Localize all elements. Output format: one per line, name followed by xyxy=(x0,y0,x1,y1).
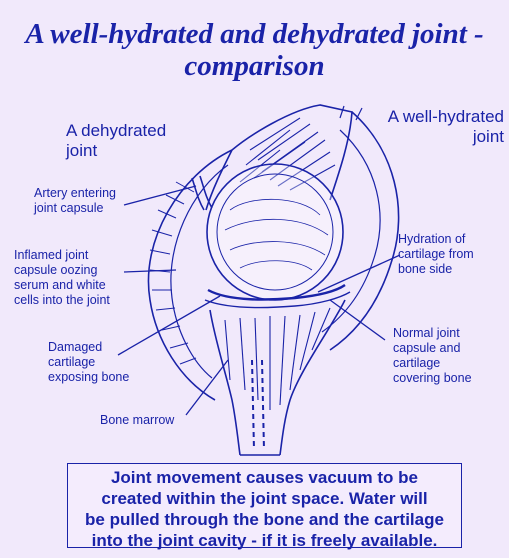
caption-box: Joint movement causes vacuum to be creat… xyxy=(67,463,462,548)
label-hydration-cartilage: Hydration of cartilage from bone side xyxy=(398,232,474,277)
label-bone-marrow: Bone marrow xyxy=(100,413,174,428)
leader-artery xyxy=(124,186,196,205)
label-artery-line1: Artery entering xyxy=(34,186,116,201)
lower-bone-trabeculae xyxy=(225,308,330,410)
label-damaged-line1: Damaged xyxy=(48,340,129,355)
label-hydration-line2: cartilage from xyxy=(398,247,474,262)
label-dehydrated-joint-line1: A dehydrated xyxy=(66,121,166,141)
label-normal-line3: cartilage xyxy=(393,356,472,371)
label-well-hydrated-joint-line1: A well-hydrated xyxy=(360,107,504,127)
label-normal-line1: Normal joint xyxy=(393,326,472,341)
label-normal-capsule: Normal joint capsule and cartilage cover… xyxy=(393,326,472,386)
label-well-hydrated-joint: A well-hydrated joint xyxy=(360,107,504,147)
label-damaged-line2: cartilage xyxy=(48,355,129,370)
caption-line3: be pulled through the bone and the carti… xyxy=(68,509,461,530)
label-well-hydrated-joint-line2: joint xyxy=(360,127,504,147)
label-inflamed-line3: serum and white xyxy=(14,278,110,293)
label-artery: Artery entering joint capsule xyxy=(34,186,116,216)
label-hydration-line1: Hydration of xyxy=(398,232,474,247)
caption-line4: into the joint cavity - if it is freely … xyxy=(68,530,461,551)
label-artery-line2: joint capsule xyxy=(34,201,116,216)
leader-damaged xyxy=(118,296,220,355)
leader-marrow xyxy=(186,360,228,415)
label-normal-line4: covering bone xyxy=(393,371,472,386)
bone-head xyxy=(207,164,343,300)
lower-bone-left xyxy=(210,310,240,455)
label-damaged-cartilage: Damaged cartilage exposing bone xyxy=(48,340,129,385)
leader-normal xyxy=(330,300,385,340)
label-inflamed-line1: Inflamed joint xyxy=(14,248,110,263)
caption-text: Joint movement causes vacuum to be creat… xyxy=(68,464,461,551)
label-inflamed-line2: capsule oozing xyxy=(14,263,110,278)
caption-line1: Joint movement causes vacuum to be xyxy=(68,467,461,488)
label-inflamed-line4: cells into the joint xyxy=(14,293,110,308)
label-damaged-line3: exposing bone xyxy=(48,370,129,385)
label-normal-line2: capsule and xyxy=(393,341,472,356)
label-inflamed-capsule: Inflamed joint capsule oozing serum and … xyxy=(14,248,110,308)
marrow-dashes xyxy=(252,360,264,450)
label-dehydrated-joint: A dehydrated joint xyxy=(66,121,166,161)
label-hydration-line3: bone side xyxy=(398,262,474,277)
label-dehydrated-joint-line2: joint xyxy=(66,141,166,161)
caption-line2: created within the joint space. Water wi… xyxy=(68,488,461,509)
top-marker-1 xyxy=(340,106,344,118)
